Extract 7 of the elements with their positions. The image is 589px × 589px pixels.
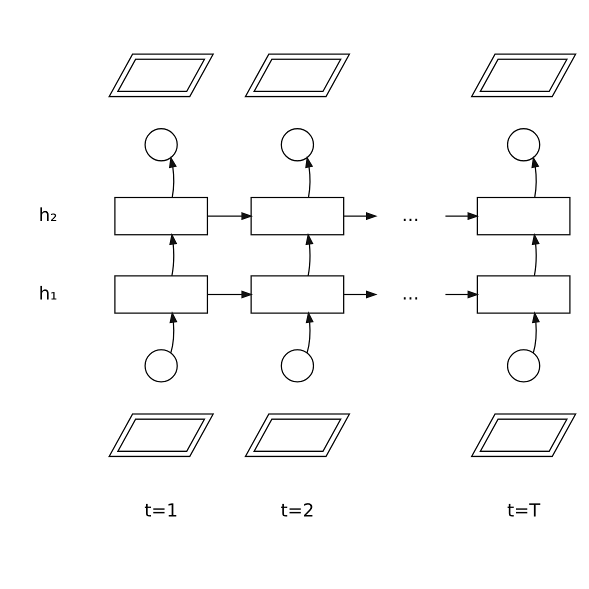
node-text: ... [402, 204, 420, 226]
node-label: h₂ [38, 204, 58, 226]
label: t=2 [280, 500, 314, 522]
node-label: h₁ [38, 283, 58, 304]
label: t=T [507, 500, 540, 522]
label: t=1 [144, 500, 178, 522]
node-text: ... [402, 283, 420, 304]
